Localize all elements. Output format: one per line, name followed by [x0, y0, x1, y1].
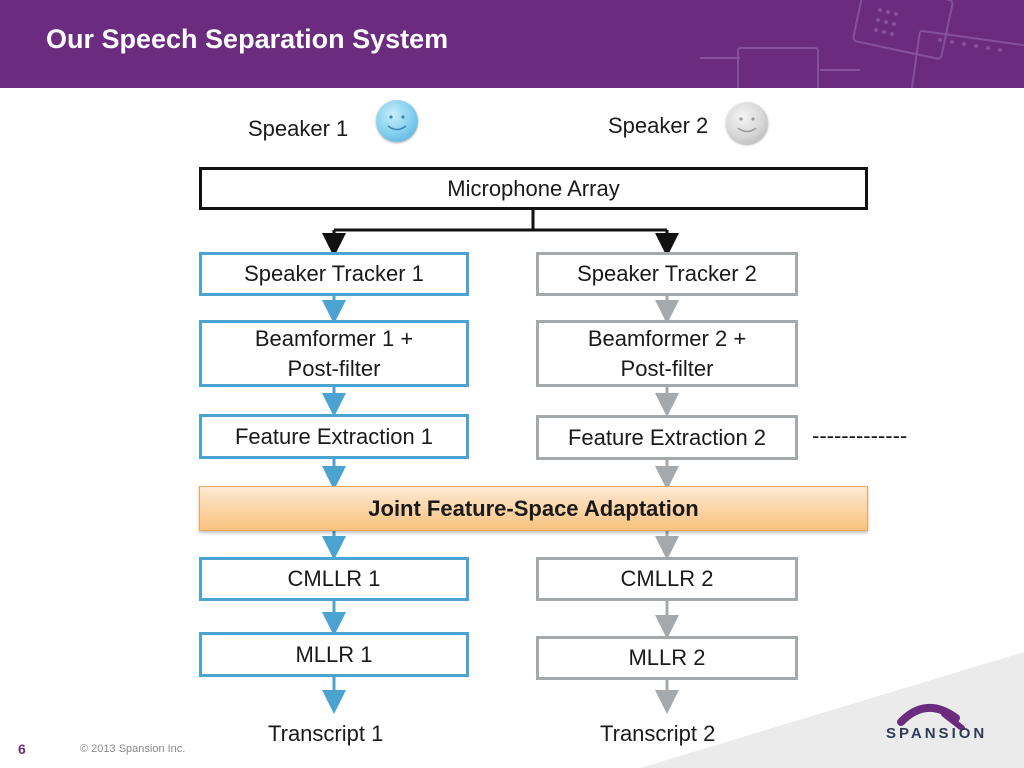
speaker-2-label: Speaker 2	[608, 113, 709, 138]
cmllr-2-box: CMLLR 2	[536, 557, 798, 601]
beamformer-1-box: Beamformer 1 + Post-filter	[199, 320, 469, 387]
copyright-text: © 2013 Spansion Inc.	[80, 743, 186, 755]
smiley-face-icon	[726, 102, 768, 144]
feature-extraction-1-box: Feature Extraction 1	[199, 414, 469, 459]
feature-extraction-2-box: Feature Extraction 2	[536, 415, 798, 460]
transcript-1-label: Transcript 1	[268, 721, 384, 746]
beamformer-2-box: Beamformer 2 + Post-filter	[536, 320, 798, 387]
speaker-1-label: Speaker 1	[248, 116, 349, 141]
joint-adaptation-box: Joint Feature-Space Adaptation	[199, 486, 868, 531]
spansion-logo-swoosh-icon	[897, 703, 965, 730]
spansion-logo: SPANSION	[886, 725, 988, 742]
microphone-array-box: Microphone Array	[199, 167, 868, 210]
smiley-face-icon	[376, 100, 418, 142]
mic-split-connector	[322, 209, 679, 257]
transcript-2-label: Transcript 2	[600, 721, 716, 746]
cmllr-1-box: CMLLR 1	[199, 557, 469, 601]
mllr-1-box: MLLR 1	[199, 632, 469, 677]
page-number: 6	[18, 741, 26, 757]
circuit-decoration	[700, 0, 1024, 88]
title-bar: Our Speech Separation System	[0, 0, 1024, 88]
page-title: Our Speech Separation System	[46, 24, 449, 54]
continuation-dashes: -------------	[812, 423, 908, 448]
speaker-tracker-2-box: Speaker Tracker 2	[536, 252, 798, 296]
mllr-2-box: MLLR 2	[536, 636, 798, 680]
speaker-tracker-1-box: Speaker Tracker 1	[199, 252, 469, 296]
